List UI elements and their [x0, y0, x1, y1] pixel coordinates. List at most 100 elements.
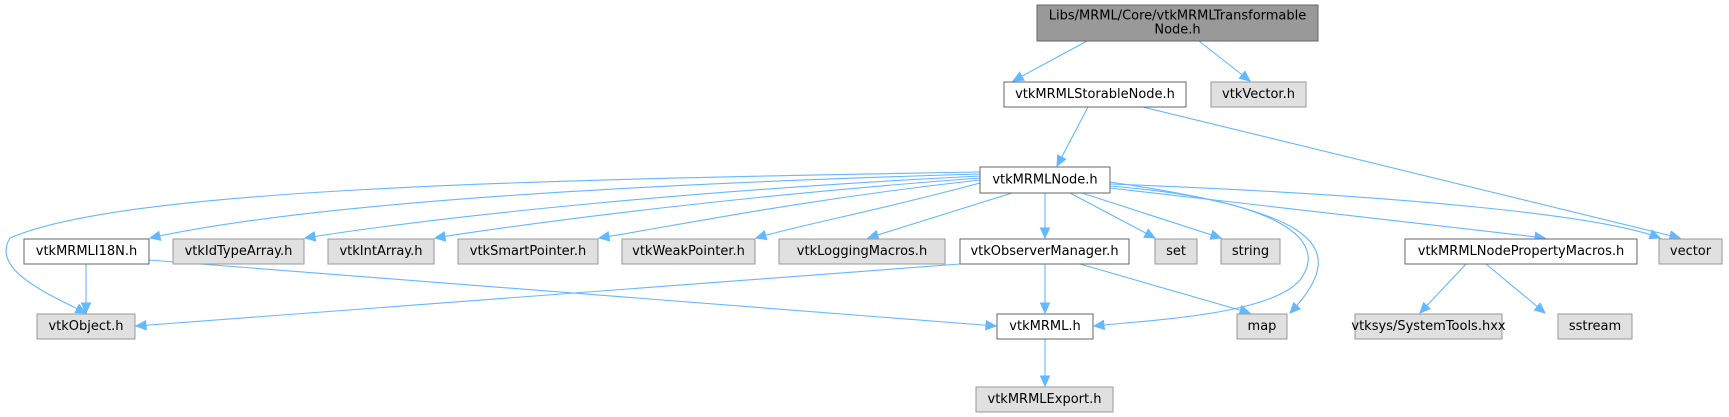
- arrowhead-icon: [1238, 305, 1252, 316]
- node-label: vtkMRMLNodePropertyMacros.h: [1418, 244, 1624, 259]
- node-label: string: [1232, 244, 1269, 259]
- arrowhead-icon: [1648, 229, 1662, 240]
- node-box[interactable]: [996, 313, 1094, 340]
- edge-line: [1485, 263, 1546, 314]
- node-root[interactable]: Libs/MRML/Core/vtkMRMLTransformableNode.…: [1036, 4, 1319, 42]
- node-box[interactable]: [979, 166, 1111, 194]
- node-vector: vector: [1658, 238, 1723, 265]
- edge-mrmlnode-to-set: [1069, 192, 1157, 239]
- arrowhead-icon: [866, 229, 880, 240]
- node-label: vtkVector.h: [1222, 87, 1295, 102]
- node-weakptr: vtkWeakPointer.h: [621, 238, 756, 265]
- edge-mrmlnode-to-i18n: [148, 173, 981, 241]
- edge-root-to-vtkvector: [1198, 40, 1251, 82]
- edge-line: [1419, 263, 1467, 314]
- node-label: vtkWeakPointer.h: [632, 244, 745, 259]
- node-label: vtkLoggingMacros.h: [797, 244, 927, 259]
- node-box[interactable]: [23, 238, 150, 265]
- node-label: vtkMRMLExport.h: [988, 392, 1102, 407]
- edge-line: [1056, 106, 1089, 167]
- edge-line: [304, 175, 981, 239]
- edge-line: [1109, 187, 1546, 239]
- node-intarray: vtkIntArray.h: [327, 238, 435, 265]
- node-smartptr: vtkSmartPointer.h: [457, 238, 599, 265]
- edge-mrmlnode-to-intarray: [433, 177, 981, 242]
- edge-mrmlnode-to-logging: [866, 192, 1013, 240]
- edge-root-to-storable: [1011, 40, 1088, 82]
- node-mrmlnode[interactable]: vtkMRMLNode.h: [979, 166, 1111, 194]
- arrowhead-icon: [433, 231, 447, 242]
- node-box: [1210, 81, 1307, 108]
- node-string: string: [1220, 238, 1281, 265]
- node-label: vtkMRML.h: [1009, 319, 1080, 334]
- arrowhead-icon: [1238, 70, 1251, 82]
- node-box: [172, 238, 305, 265]
- edge-observer-to-object: [134, 263, 961, 331]
- node-label: map: [1248, 319, 1277, 334]
- edge-mrmlnode-to-string: [1081, 192, 1223, 240]
- arrowhead-icon: [148, 230, 162, 241]
- arrowhead-icon: [1209, 229, 1223, 240]
- edge-propmacros-to-systools: [1419, 263, 1467, 314]
- node-label: vtksys/SystemTools.hxx: [1351, 319, 1506, 334]
- edge-line: [149, 173, 981, 239]
- node-set: set: [1154, 238, 1198, 265]
- node-box: [1220, 238, 1281, 265]
- arrowhead-icon: [1056, 154, 1067, 168]
- node-box: [1557, 313, 1633, 340]
- node-box: [778, 238, 946, 265]
- node-mrml[interactable]: vtkMRML.h: [996, 313, 1094, 340]
- edge-line: [1109, 181, 1319, 314]
- edge-mrmlnode-to-weakptr: [754, 182, 981, 241]
- edge-line: [1012, 40, 1088, 82]
- node-label: vtkObserverManager.h: [970, 244, 1118, 259]
- node-label: vtkSmartPointer.h: [470, 244, 586, 259]
- arrowhead-icon: [1533, 302, 1546, 314]
- node-label: vtkMRMLStorableNode.h: [1015, 87, 1175, 102]
- node-vtkvector: vtkVector.h: [1210, 81, 1307, 108]
- node-box: [1658, 238, 1723, 265]
- edge-mrmlnode-to-vector: [1109, 183, 1662, 240]
- edge-line: [1069, 192, 1156, 239]
- edge-line: [434, 177, 981, 239]
- arrowhead-icon: [80, 302, 92, 315]
- edge-mrmlnode-to-idtype: [303, 175, 981, 242]
- edge-line: [1081, 192, 1222, 239]
- edge-line: [598, 179, 981, 239]
- node-observer[interactable]: vtkObserverManager.h: [959, 238, 1130, 265]
- node-propmacros[interactable]: vtkMRMLNodePropertyMacros.h: [1404, 238, 1638, 265]
- node-box[interactable]: [959, 238, 1130, 265]
- node-box: [1154, 238, 1198, 265]
- node-sstream: sstream: [1557, 313, 1633, 340]
- node-map: map: [1236, 313, 1288, 340]
- node-storable[interactable]: vtkMRMLStorableNode.h: [1003, 81, 1187, 108]
- edge-line: [1079, 263, 1251, 314]
- node-box: [621, 238, 756, 265]
- arrowhead-icon: [1011, 71, 1025, 82]
- edge-mrmlnode-to-smartptr: [597, 179, 981, 242]
- arrowhead-icon: [74, 303, 88, 314]
- node-box[interactable]: [1036, 4, 1319, 42]
- node-box[interactable]: [1404, 238, 1638, 265]
- node-box[interactable]: [1003, 81, 1187, 108]
- edge-storable-to-mrmlnode: [1056, 106, 1089, 168]
- arrowhead-icon: [1092, 319, 1106, 331]
- edge-observer-to-map: [1079, 263, 1252, 316]
- node-box: [975, 386, 1114, 413]
- node-export: vtkMRMLExport.h: [975, 386, 1114, 413]
- edge-mrmlnode-to-observer: [1039, 193, 1051, 240]
- arrowhead-icon: [1039, 302, 1051, 315]
- arrowhead-icon: [1289, 301, 1302, 314]
- node-box: [457, 238, 599, 265]
- node-idtype: vtkIdTypeArray.h: [172, 238, 305, 265]
- node-label: vtkObject.h: [48, 319, 123, 334]
- node-label: vtkIntArray.h: [339, 244, 422, 259]
- arrowhead-icon: [1419, 301, 1432, 314]
- edge-mrmlnode-to-object: [5, 171, 981, 314]
- edge-observer-to-mrml: [1039, 264, 1051, 315]
- edge-storable-to-vector: [1142, 106, 1682, 241]
- node-label: set: [1166, 244, 1186, 259]
- edge-line: [135, 263, 961, 327]
- node-i18n[interactable]: vtkMRMLI18N.h: [23, 238, 150, 265]
- edge-line: [755, 182, 981, 239]
